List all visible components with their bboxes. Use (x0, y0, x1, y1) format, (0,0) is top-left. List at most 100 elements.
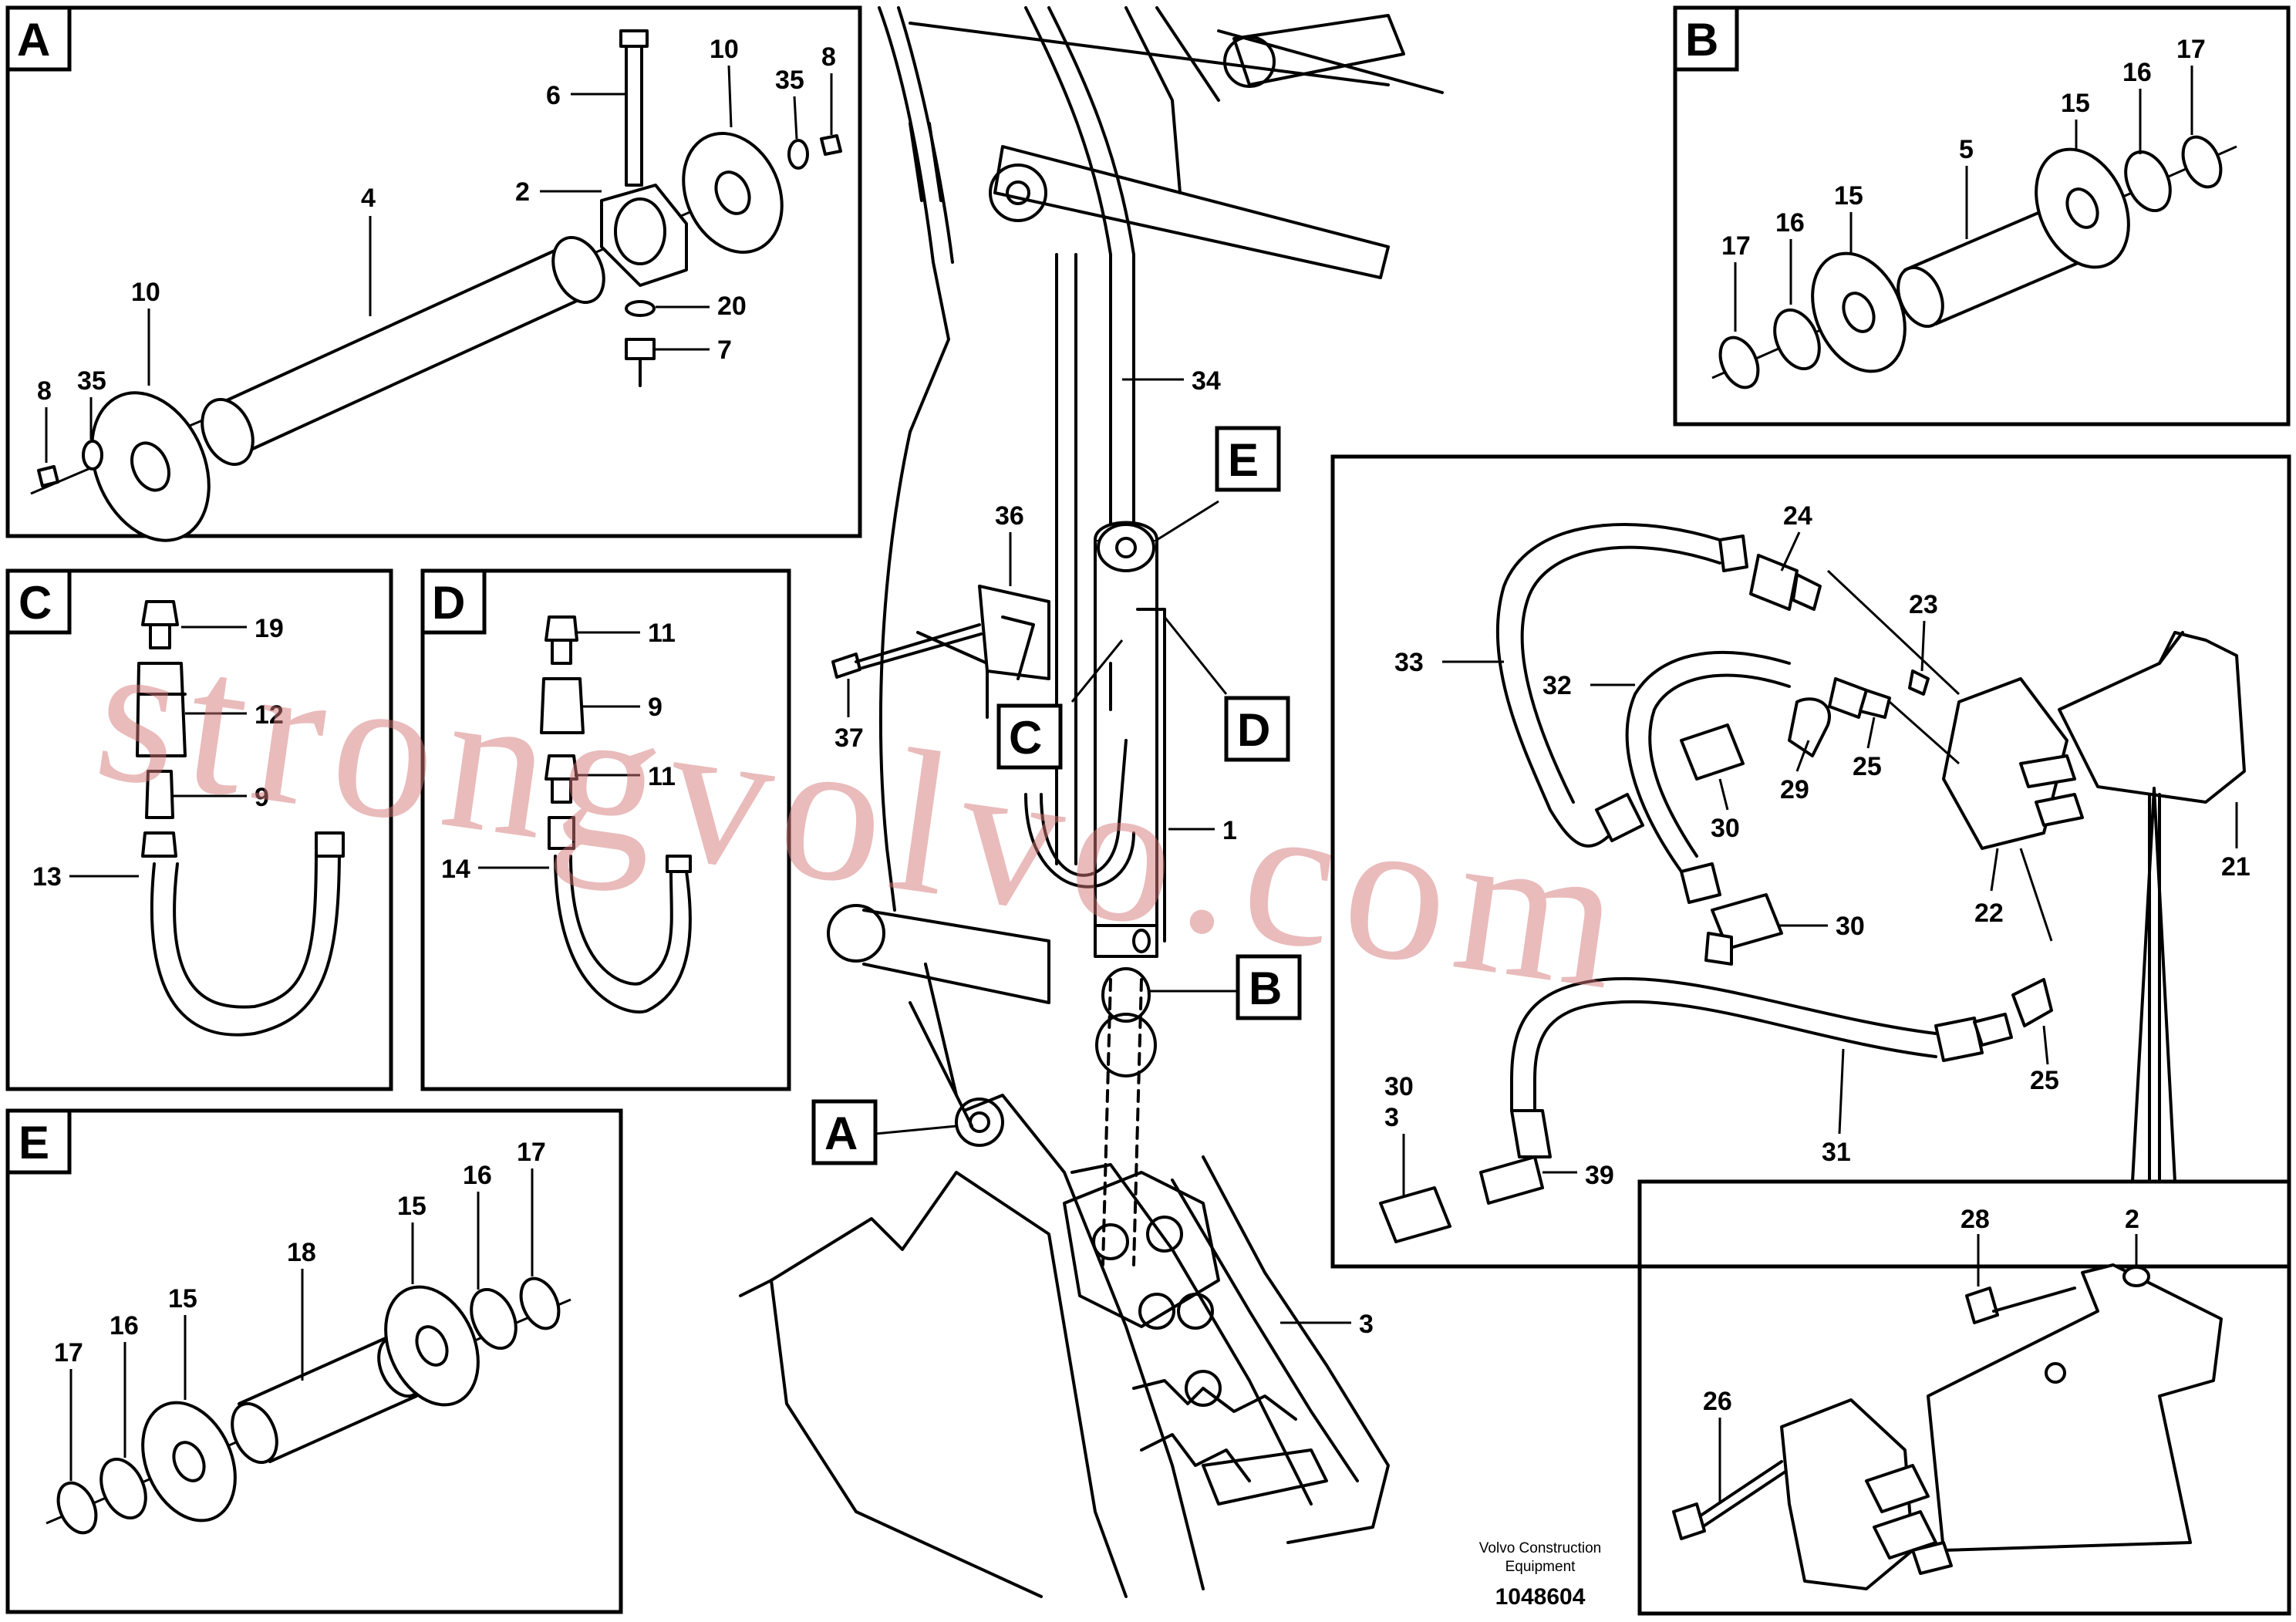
label-15-right: 15 (2061, 89, 2090, 118)
label-29: 29 (1780, 775, 1809, 804)
panel-b-tag (1673, 5, 1739, 72)
cylinder-hose (1040, 739, 1128, 877)
label-32: 32 (1542, 671, 1572, 700)
callout-c-label: C (1009, 712, 1042, 764)
callout-a: A (811, 1099, 957, 1165)
label-9-c: 9 (255, 783, 269, 812)
panel-a-labels: 10 35 8 6 2 4 10 20 7 8 35 (37, 35, 836, 463)
label-21: 21 (2221, 852, 2250, 882)
label-30-right: 30 (1836, 912, 1865, 941)
hose-panel-labels: 24 23 33 32 29 25 30 30 22 21 25 31 39 3… (1384, 501, 2250, 1195)
label-2-detail: 2 (2125, 1205, 2139, 1234)
label-11-top: 11 (648, 619, 676, 648)
panel-e-frame (5, 1108, 623, 1614)
label-22: 22 (1974, 899, 2004, 928)
label-17-right: 17 (2176, 35, 2206, 64)
label-5: 5 (1959, 135, 1974, 164)
label-13: 13 (32, 862, 62, 892)
label-18: 18 (287, 1238, 316, 1267)
panel-d-tag (420, 568, 487, 635)
label-39: 39 (1585, 1161, 1614, 1190)
panel-c-frame (5, 568, 393, 1091)
hose-panel-parts (1379, 523, 2246, 1243)
label-30-top: 30 (1711, 814, 1740, 843)
label-16-left: 16 (1775, 208, 1805, 238)
label-17-e-left: 17 (54, 1338, 83, 1367)
label-24: 24 (1783, 501, 1812, 531)
label-25-bottom: 25 (2030, 1066, 2059, 1095)
label-7: 7 (717, 336, 732, 365)
label-34: 34 (1192, 366, 1221, 396)
panel-e-tag (5, 1108, 72, 1175)
callout-b-label: B (1249, 963, 1282, 1014)
panel-a-tag (5, 5, 72, 72)
label-4: 4 (361, 184, 376, 213)
panel-b-frame (1673, 5, 2291, 427)
label-3: 3 (1359, 1310, 1374, 1339)
label-16-right: 16 (2122, 58, 2152, 87)
callout-e-label: E (1228, 434, 1259, 486)
label-8-top: 8 (821, 42, 836, 72)
callout-a-label: A (824, 1108, 858, 1159)
label-1: 1 (1222, 816, 1237, 845)
main-labels: 34 36 37 1 3 (834, 366, 1374, 1339)
label-10-top: 10 (710, 35, 739, 64)
label-31: 31 (1822, 1138, 1851, 1167)
label-6: 6 (546, 81, 561, 110)
panel-b-labels: 17 16 15 5 15 16 17 (1721, 35, 2206, 332)
callout-d-label: D (1237, 704, 1270, 756)
label-10-left: 10 (131, 278, 160, 307)
label-17-e-right: 17 (517, 1138, 546, 1167)
label-8-left: 8 (37, 376, 52, 406)
label-17-left: 17 (1721, 231, 1751, 261)
label-12: 12 (255, 700, 284, 730)
label-36: 36 (995, 501, 1024, 531)
bolt-part-37 (831, 623, 983, 679)
callout-b: B (1149, 954, 1302, 1020)
panel-a-frame (5, 5, 862, 538)
panel-a-title: A (17, 14, 50, 66)
label-28: 28 (1961, 1205, 1990, 1234)
label-35-left: 35 (77, 366, 106, 396)
footer-brand: Volvo Construction (1479, 1540, 1601, 1556)
label-15-e-right: 15 (397, 1192, 426, 1221)
panel-a-parts (30, 29, 842, 542)
main-arm-drawing (739, 6, 1444, 1598)
panel-d-parts (540, 615, 692, 1014)
panel-c-title: C (19, 577, 52, 629)
detail-panel-parts (1672, 1263, 2223, 1590)
panel-b-parts (1711, 135, 2237, 389)
label-20: 20 (717, 292, 747, 321)
label-23: 23 (1909, 590, 1938, 619)
panel-e-labels: 17 16 15 18 15 16 17 (54, 1138, 546, 1481)
label-16-e-left: 16 (110, 1311, 139, 1340)
detail-panel-labels: 28 2 26 (1703, 1205, 2139, 1504)
label-26: 26 (1703, 1387, 1732, 1416)
label-37: 37 (834, 723, 864, 753)
footer-brand-line2: Equipment (1505, 1559, 1576, 1575)
callout-c: C (996, 639, 1124, 770)
panel-c-tag (5, 568, 72, 635)
panel-e-parts (46, 1276, 571, 1535)
label-2: 2 (515, 177, 530, 207)
panel-e-title: E (19, 1117, 49, 1168)
bracket-part-36 (978, 585, 1050, 680)
label-9-d: 9 (648, 693, 663, 722)
panel-d-title: D (432, 577, 465, 629)
label-35-top: 35 (775, 66, 804, 95)
label-33: 33 (1394, 648, 1424, 677)
detail-panel-frame (1637, 1179, 2291, 1616)
label-25-top: 25 (1853, 752, 1882, 781)
panel-d-frame (420, 568, 791, 1091)
panel-c-parts (136, 600, 345, 1037)
label-14: 14 (441, 855, 470, 884)
callout-d: D (1163, 616, 1290, 762)
label-3-bottom: 3 (1384, 1103, 1399, 1132)
label-15-e-left: 15 (168, 1284, 197, 1313)
hose-panel-frame (1330, 454, 2291, 1269)
footer-drawing-number: 1048604 (1495, 1584, 1586, 1610)
label-15-left: 15 (1834, 181, 1863, 211)
panel-d-labels: 11 9 11 14 (441, 619, 676, 884)
label-30-bottom: 30 (1384, 1072, 1414, 1101)
